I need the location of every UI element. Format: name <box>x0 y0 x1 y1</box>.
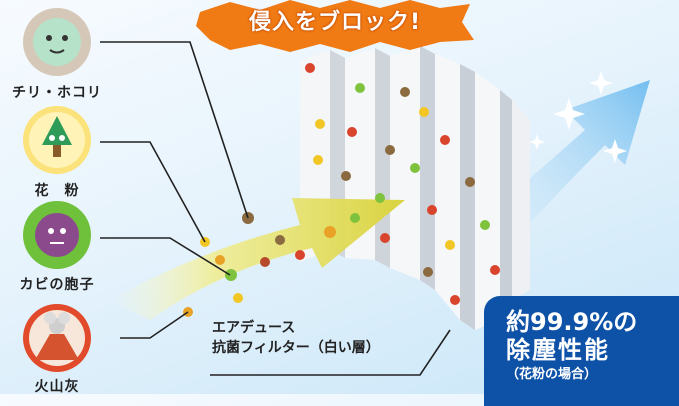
pollutant-mold: カビの胞子 <box>0 268 117 294</box>
pollen-tree-icon <box>23 106 91 174</box>
mold-spore-icon <box>23 201 91 269</box>
pollutant-label: チリ・ホコリ <box>12 85 102 101</box>
pollutant-label: カビの胞子 <box>19 277 95 293</box>
performance-rate: 約99.9%の <box>506 308 638 336</box>
sparkle-icon <box>529 71 627 163</box>
filter-caption: エアデュース 抗菌フィルター（白い層） <box>212 318 380 358</box>
particles <box>183 63 500 317</box>
pollutant-dust: チリ・ホコリ <box>0 76 117 102</box>
filter-caption-line1: エアデュース <box>212 320 296 336</box>
filter-pleats <box>300 46 530 330</box>
dust-icon <box>23 8 91 76</box>
performance-badge: 約99.9%の 除塵性能 （花粉の場合） <box>484 296 679 406</box>
pollutant-volcanic-ash: 火山灰 <box>0 370 117 396</box>
illustration-layer <box>23 0 650 376</box>
performance-label: 除塵性能 <box>506 336 610 364</box>
banner-title: 侵入をブロック! <box>248 10 422 35</box>
banner-burst <box>196 0 474 52</box>
leader-lines <box>100 41 451 376</box>
volcano-icon <box>23 304 91 372</box>
performance-note: （花粉の場合） <box>506 367 598 382</box>
pollutant-label: 火山灰 <box>34 379 80 395</box>
filter-caption-line2: 抗菌フィルター（白い層） <box>212 340 380 356</box>
pollutant-label: 花 粉 <box>34 183 80 199</box>
pollutant-pollen: 花 粉 <box>0 174 117 200</box>
